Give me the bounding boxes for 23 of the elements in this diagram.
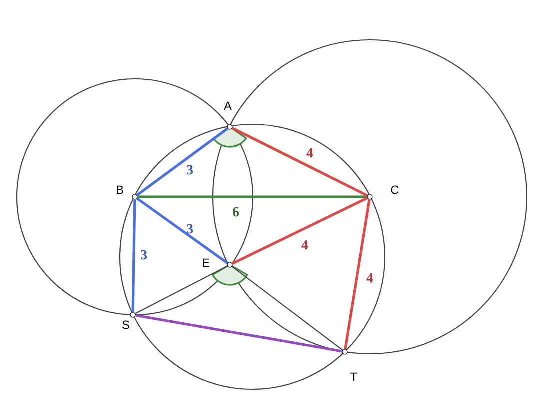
segment — [136, 314, 342, 353]
point-label: C — [391, 186, 399, 194]
segment — [232, 127, 368, 197]
segment — [232, 197, 368, 265]
point-label: B — [117, 186, 124, 194]
point-label: T — [350, 372, 358, 382]
segment — [136, 198, 228, 264]
point-label: S — [122, 320, 130, 330]
segment — [138, 196, 368, 198]
edge-label: 4 — [366, 273, 374, 283]
segment — [136, 128, 229, 196]
edge-label: 3 — [187, 224, 194, 234]
edge-label: 4 — [302, 240, 308, 250]
segment — [344, 200, 371, 350]
segment — [135, 266, 228, 314]
point-label: E — [203, 258, 210, 268]
segment — [232, 266, 344, 351]
segment — [132, 200, 136, 312]
point-label: A — [224, 102, 232, 110]
edge-label: 3 — [187, 165, 194, 175]
edge-label: 3 — [141, 250, 148, 260]
edge-label: 4 — [306, 148, 314, 158]
edge-label: 6 — [233, 207, 240, 217]
